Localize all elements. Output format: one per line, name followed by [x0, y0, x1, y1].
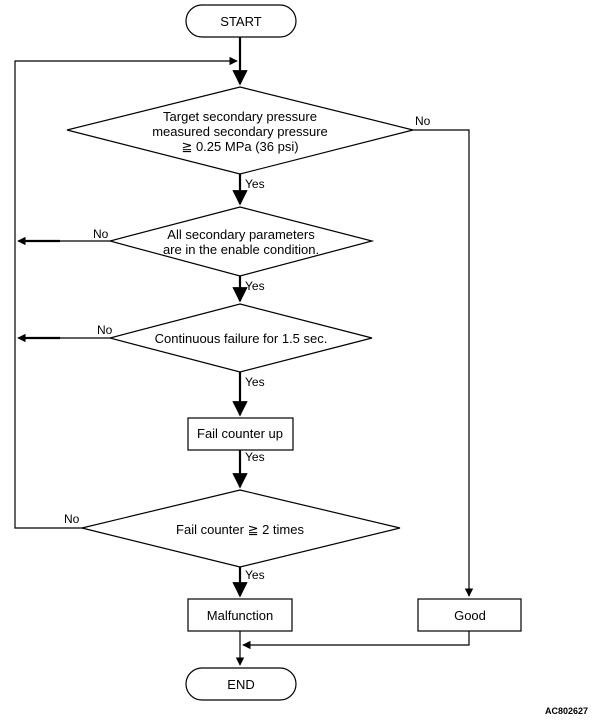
end-terminal [185, 667, 297, 701]
malfunction-box [187, 598, 293, 632]
no-label-d2: No [93, 227, 109, 241]
decision-continuous-label: Continuous failure for 1.5 sec. [154, 331, 328, 346]
fail-counter-up-label: Fail counter up [197, 426, 283, 441]
decision-pressure-line2: measured secondary pressure [152, 124, 328, 139]
decision-enable-line2: are in the enable condition. [162, 242, 320, 257]
connector-good-to-end [242, 631, 470, 650]
malfunction-label: Malfunction [206, 608, 274, 623]
no-label-d4: No [64, 512, 80, 526]
no-label-d1: No [415, 114, 431, 128]
good-label: Good [454, 608, 486, 623]
figure-code: AC802627 [545, 706, 589, 716]
yes-label-d3: Yes [245, 375, 265, 389]
decision-fail-counter-label: Fail counter ≧ 2 times [176, 522, 304, 537]
end-label: END [227, 677, 255, 692]
decision-enable-line1: All secondary parameters [167, 227, 315, 242]
start-label: START [220, 14, 262, 29]
connector-d1-no-to-good [413, 129, 474, 597]
yes-label-d1: Yes [245, 177, 265, 191]
yes-label-d4: Yes [245, 568, 265, 582]
loop-back-line [14, 56, 238, 529]
no-label-d3: No [97, 323, 113, 337]
yes-label-d2: Yes [245, 279, 265, 293]
good-box [417, 598, 522, 632]
decision-pressure-line3: ≧ 0.25 MPa (36 psi) [181, 139, 299, 154]
yes-label-counter: Yes [245, 450, 265, 464]
fail-counter-up-box [187, 417, 294, 451]
decision-pressure-line1: Target secondary pressure [163, 109, 317, 124]
